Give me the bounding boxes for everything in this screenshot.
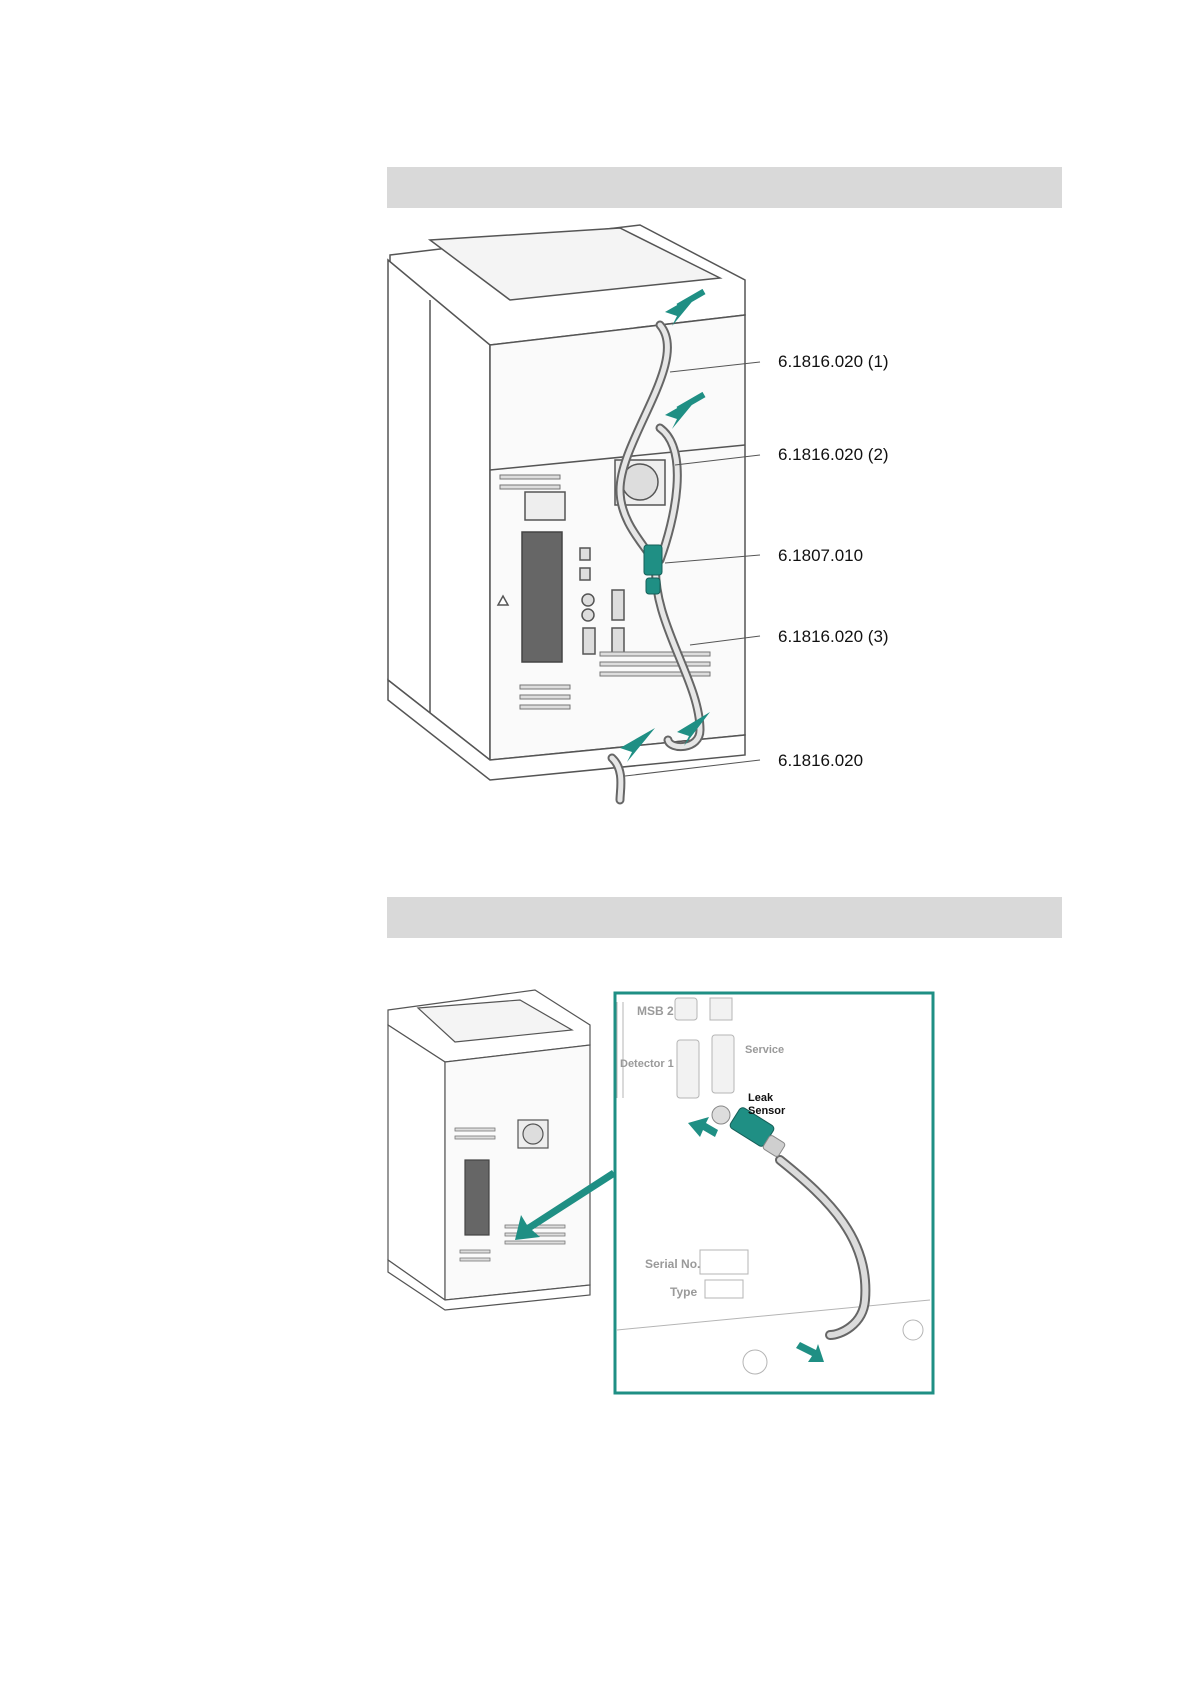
detail-label-detector: Detector 1 bbox=[620, 1058, 674, 1070]
detail-label-leak: Leak bbox=[748, 1092, 785, 1105]
detail-label-msb: MSB 2 bbox=[637, 1004, 674, 1018]
instrument-cabinet-small bbox=[388, 990, 590, 1310]
detail-label-type: Type bbox=[670, 1285, 697, 1299]
detail-label-sensor: Sensor bbox=[748, 1105, 785, 1118]
detail-label-service: Service bbox=[745, 1044, 784, 1056]
detail-label-leak-sensor: Leak Sensor bbox=[748, 1092, 785, 1118]
detail-label-serial: Serial No. bbox=[645, 1257, 700, 1271]
